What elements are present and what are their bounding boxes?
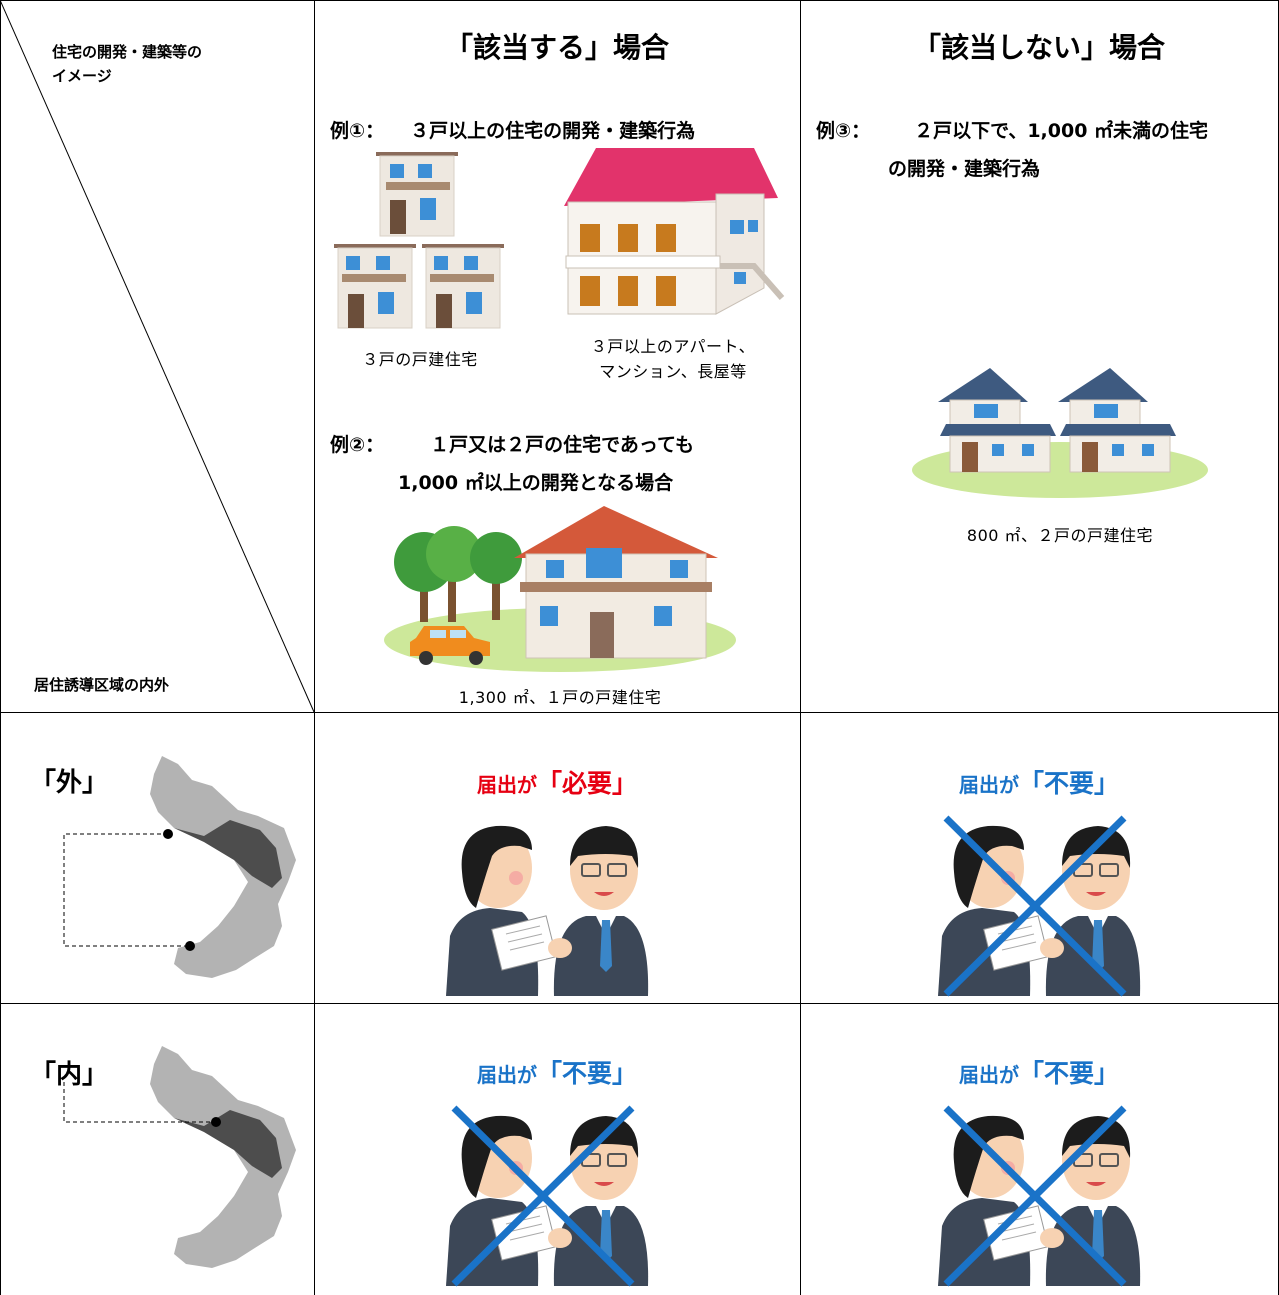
example-3-heading: 例③： ２戸以下で、1,000 ㎡未満の住宅 [816,116,1208,143]
notice-outside-not-applicable: 届出が「不要」 [800,764,1278,800]
caption-apartment: ３戸以上のアパート、 マンション、長屋等 [548,334,798,384]
caption-two-houses: 800 ㎡、２戸の戸建住宅 [966,526,1154,545]
example-2-text-2: 1,000 ㎡以上の開発となる場合 [398,472,674,494]
notice-inside-not-applicable: 届出が「不要」 [800,1054,1278,1090]
example-3-text-2: の開発・建築行為 [888,158,1041,180]
person-right-icon [1040,826,1141,996]
notice-required: 「必要」 [536,769,637,798]
example-1-text: ３戸以上の住宅の開発・建築行為 [410,120,696,142]
table-divider-col2 [800,0,801,1295]
column-header-not-applicable: 「該当しない」場合 [912,31,1165,64]
house-top [376,152,458,237]
large-lot-house-illustration [384,506,736,672]
notice-not-required: 「不要」 [1018,1059,1119,1088]
row-label-inside: 「内」 [30,1060,109,1090]
table-divider-col1 [314,0,315,1295]
house-left [938,368,1056,473]
caption-apartment-line2: マンション、長屋等 [599,362,747,381]
example-3-label: 例③： [816,120,871,142]
table-border-top [0,0,1279,1]
corner-header-top-line2: イメージ [52,67,112,85]
notice-outside-applicable: 届出が「必要」 [314,764,800,800]
column-header-applicable: 「該当する」場合 [444,31,669,64]
example-1-label: 例①： [330,120,385,142]
trees [394,526,522,622]
cross-mark-icon [943,1105,1127,1287]
example-2-heading: 例②： １戸又は２戸の住宅であっても [330,430,694,457]
corner-header-top: 住宅の開発・建築等の イメージ [52,40,202,88]
caption-apartment-line1: ３戸以上のアパート、 [590,337,756,356]
house-bottom-left [334,244,416,329]
house-bottom-right [422,244,504,329]
handover-illustration-crossed [928,815,1148,1000]
example-2-label: 例②： [330,434,385,456]
notice-prefix: 届出が [476,773,537,797]
cross-mark-icon [451,1105,635,1287]
notice-inside-applicable: 届出が「不要」 [314,1054,800,1090]
corner-diagonal [0,0,315,713]
three-houses-illustration [334,152,504,329]
businessmen-svg [446,825,649,996]
person-left-icon [446,825,557,996]
table-divider-row2 [0,1003,1279,1004]
corner-header-top-line1: 住宅の開発・建築等の [52,43,203,61]
row-label-outside: 「外」 [30,768,109,798]
caption-large-lot: 1,300 ㎡、１戸の戸建住宅 [458,688,662,707]
caption-three-houses: ３戸の戸建住宅 [362,350,478,369]
area-map-inside [63,1046,296,1268]
example-3-text-1: ２戸以下で、1,000 ㎡未満の住宅 [914,120,1209,142]
area-map-outside [63,756,296,978]
example-1-heading: 例①： ３戸以上の住宅の開発・建築行為 [330,116,695,143]
notice-prefix: 届出が [958,773,1019,797]
cross-mark-icon [943,815,1127,997]
notice-prefix: 届出が [476,1063,537,1087]
table-divider-row1 [0,712,1279,713]
apartment-illustration [564,148,785,315]
notice-not-required: 「不要」 [536,1059,637,1088]
handover-illustration [436,816,656,1000]
notice-not-required: 「不要」 [1018,769,1119,798]
person-right-icon [548,826,649,996]
table-border-left [0,0,1,1295]
handover-illustration-crossed [928,1105,1148,1290]
example-2-text-1: １戸又は２戸の住宅であっても [430,434,695,456]
corner-header-bottom: 居住誘導区域の内外 [34,676,170,694]
notice-prefix: 届出が [958,1063,1019,1087]
car-icon [410,626,490,665]
two-houses-illustration [912,368,1208,498]
house-right [1058,368,1176,473]
handover-illustration-crossed [436,1105,656,1290]
